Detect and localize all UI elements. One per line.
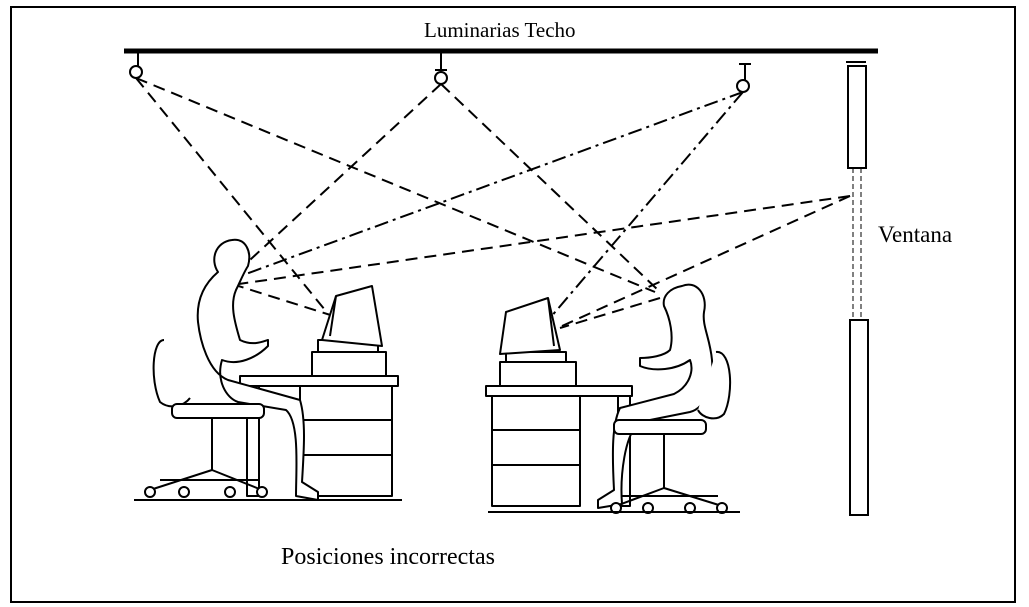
diagram-caption: Posiciones incorrectas (281, 544, 495, 570)
diagram-title: Luminarias Techo (424, 18, 576, 42)
window-column (846, 61, 869, 516)
workstation-right (485, 283, 740, 514)
ceiling-lamp-left (129, 51, 143, 79)
ceiling-lamp-right (736, 63, 751, 93)
light-rays (135, 77, 851, 329)
window-label: Ventana (878, 222, 953, 247)
workstation-left (134, 238, 402, 501)
ceiling-lamp-center (434, 51, 448, 85)
